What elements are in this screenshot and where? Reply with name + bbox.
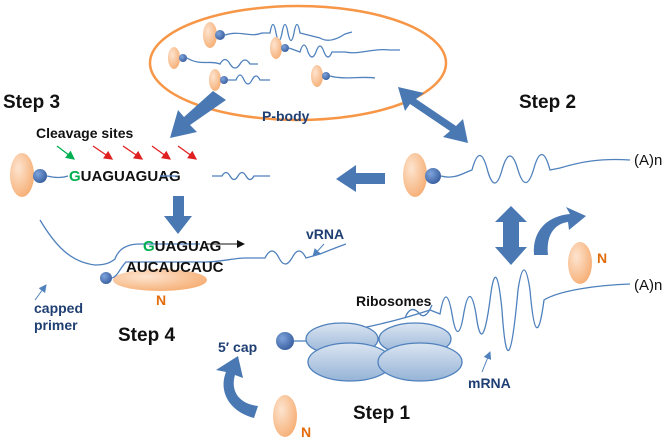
- arrow-step2-to-step3: [336, 165, 385, 192]
- vrna-label: vRNA: [306, 226, 344, 242]
- arrow-step2-pbody: [398, 87, 468, 143]
- n-protein-step4: [113, 269, 207, 291]
- mrna-pointer: [481, 351, 492, 373]
- capped-primer-strand: [39, 219, 200, 266]
- step3-label: Step 3: [3, 92, 60, 113]
- cleavage-arrow-red: [177, 145, 198, 160]
- capped-primer-pointer: [34, 284, 47, 301]
- cleavage-arrow-red: [92, 145, 114, 160]
- step2-mrna: (A)n: [403, 152, 662, 197]
- five-cap-label: 5′ cap: [218, 339, 257, 355]
- arrow-n-binding: [216, 356, 258, 418]
- ribosomes-label: Ribosomes: [356, 293, 432, 309]
- mrna-label: mRNA: [468, 375, 511, 391]
- nascent-peptide: [404, 304, 433, 319]
- step4-primer-sequence: GUAGUAG: [143, 238, 221, 255]
- cleavage-arrow-green: [56, 145, 76, 160]
- step4-template-sequence: AUCAUCAUC: [126, 259, 224, 276]
- arrow-n-release: [533, 207, 586, 255]
- cleavage-sites-label: Cleavage sites: [36, 125, 133, 141]
- arrow-step1-step2: [495, 206, 527, 265]
- cap-icon: [33, 169, 47, 183]
- cap-icon: [100, 272, 112, 284]
- step3-sequence: GUAGUAGUAG: [69, 168, 181, 185]
- cap-icon: [425, 168, 441, 184]
- vrna-pointer: [312, 243, 325, 257]
- p-body-ellipse: [148, 4, 448, 122]
- mrna-strand: [319, 269, 631, 351]
- n-label-step1: N: [301, 424, 311, 440]
- cap-icon: [276, 332, 294, 350]
- p-body-mrna-5: [311, 65, 376, 87]
- step1-translation: 5′ cap Ribosomes mRNA (A)n Step 1: [218, 269, 662, 424]
- p-body: P-body: [148, 4, 448, 124]
- capped-label: capped: [34, 300, 83, 316]
- process-arrows: [164, 87, 586, 418]
- step1-polya-tail: (A)n: [634, 277, 662, 294]
- p-body-label: P-body: [262, 108, 310, 124]
- p-body-mrna-2: [168, 47, 258, 69]
- p-body-mrna-1: [203, 22, 353, 48]
- n-label-step2: N: [597, 250, 607, 266]
- cleavage-arrow-red: [151, 145, 172, 160]
- arrow-step3-to-step4: [164, 196, 192, 234]
- step2-label: Step 2: [519, 92, 576, 113]
- step2-polya-tail: (A)n: [634, 152, 662, 169]
- p-body-mrna-3: [270, 37, 400, 59]
- step3-mrna: GUAGUAGUAG: [10, 153, 270, 197]
- cleavage-arrow-red: [122, 145, 144, 160]
- step4-complex: GUAGUAG AUCAUCAUC N vRNA capped primer S…: [34, 219, 347, 346]
- primer-label: primer: [34, 317, 78, 333]
- cap-binding-protein: [403, 153, 427, 197]
- step1-label: Step 1: [353, 403, 410, 424]
- step1-n-protein: N: [273, 395, 311, 440]
- ribosome-large-subunit: [377, 342, 463, 382]
- n-label-step4: N: [156, 292, 166, 308]
- step2-n-protein: N: [568, 242, 607, 284]
- step4-label: Step 4: [118, 325, 175, 346]
- arrow-pbody-to-step3: [170, 91, 226, 138]
- p-body-mrna-4: [209, 69, 270, 91]
- cap-binding-protein: [10, 153, 34, 197]
- cleavage-site-arrows: [56, 145, 198, 160]
